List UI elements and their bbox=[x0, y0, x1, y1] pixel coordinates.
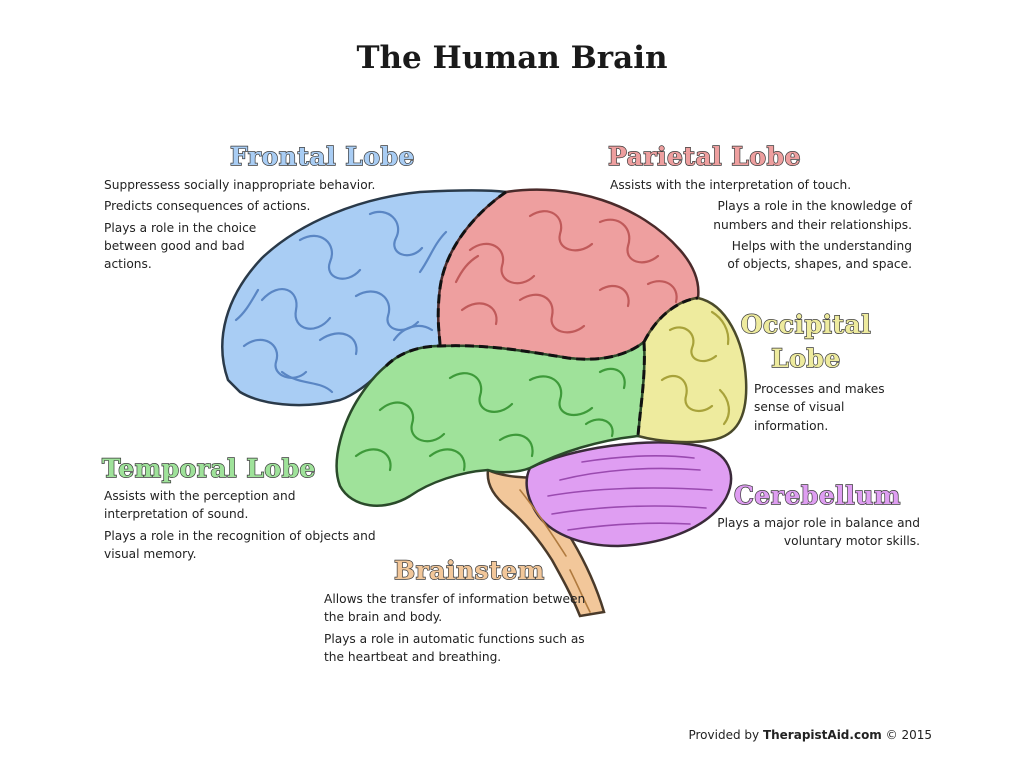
lobe-boundaries bbox=[384, 190, 699, 437]
occipital-gyri bbox=[660, 310, 730, 426]
occipital-lobe-heading: Occipital Lobe bbox=[740, 309, 872, 373]
cerebellum-line-1: Plays a major role in balance and volunt… bbox=[717, 516, 920, 549]
frontal-line-1: Suppressess socially inappropriate behav… bbox=[104, 178, 376, 192]
cerebellum-folia bbox=[547, 455, 713, 531]
frontal-line-3: Plays a role in the choice between good … bbox=[104, 220, 257, 272]
brainstem-line-1: Allows the transfer of information betwe… bbox=[324, 592, 586, 625]
footer-credit: Provided by TherapistAid.com © 2015 bbox=[688, 728, 932, 742]
parietal-line-2: Plays a role in the knowledge of numbers… bbox=[713, 199, 912, 232]
brainstem-line-2: Plays a role in automatic functions such… bbox=[324, 631, 585, 664]
parietal-line-3: Helps with the understanding of objects,… bbox=[727, 238, 912, 272]
brainstem-description: Allows the transfer of information betwe… bbox=[324, 590, 590, 669]
cerebellum-description: Plays a major role in balance and volunt… bbox=[680, 514, 920, 554]
temporal-gyri bbox=[354, 367, 626, 472]
footer-prefix: Provided by bbox=[688, 728, 760, 742]
temporal-line-2: Plays a role in the recognition of objec… bbox=[104, 528, 376, 561]
temporal-lobe-region bbox=[335, 339, 646, 507]
frontal-line-2: Predicts consequences of actions. bbox=[104, 199, 311, 214]
temporal-lobe-description: Assists with the perception and interpre… bbox=[104, 487, 394, 566]
parietal-gyri bbox=[454, 210, 678, 334]
occipital-lobe-description: Processes and makes sense of visual info… bbox=[754, 380, 922, 438]
cerebellum-heading: Cerebellum bbox=[733, 480, 901, 510]
brainstem-heading: Brainstem bbox=[393, 555, 545, 585]
parietal-line-1: Assists with the interpretation of touch… bbox=[610, 178, 852, 192]
brainstem-lines bbox=[519, 489, 591, 613]
page-title: The Human Brain bbox=[356, 40, 668, 76]
occipital-line-1: Processes and makes sense of visual info… bbox=[754, 382, 885, 433]
footer-brand: TherapistAid.com bbox=[762, 728, 882, 742]
footer-suffix: © 2015 bbox=[885, 728, 932, 742]
temporal-line-1: Assists with the perception and interpre… bbox=[104, 489, 296, 522]
frontal-gyri bbox=[234, 210, 448, 394]
frontal-lobe-heading: Frontal Lobe bbox=[229, 141, 415, 171]
parietal-lobe-heading: Parietal Lobe bbox=[607, 141, 801, 171]
temporal-lobe-heading: Temporal Lobe bbox=[101, 453, 316, 483]
frontal-lobe-description: Suppressess socially inappropriate behav… bbox=[104, 176, 404, 276]
parietal-lobe-description: Assists with the interpretation of touch… bbox=[600, 176, 912, 276]
